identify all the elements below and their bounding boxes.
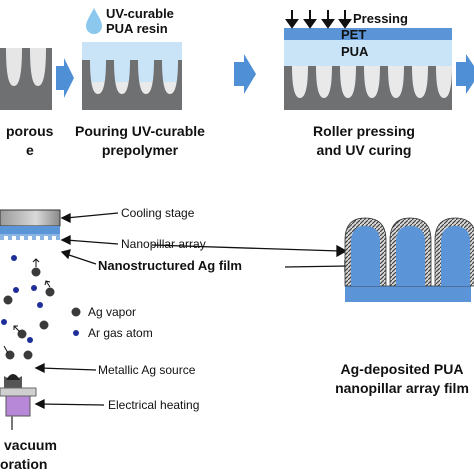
ar-gas-label: Ar gas atom [88, 326, 153, 340]
process-arrow-1 [56, 58, 74, 98]
result-caption: Ag-deposited PUA nanopillar array film [330, 360, 474, 398]
chamber-base [0, 387, 37, 397]
cooling-stage [0, 209, 61, 227]
ag-vapor-label: Ag vapor [88, 305, 137, 319]
step2-caption: Pouring UV-curable prepolymer [72, 122, 208, 160]
resin-label-line2: PUA resin [106, 21, 168, 36]
step1-caption-line2: e [26, 142, 34, 158]
electrical-heater [5, 395, 31, 417]
step3-caption-line2: and UV curing [316, 142, 412, 158]
step3-caption-line1: Roller pressing [313, 123, 415, 139]
nanopillar-array-label: Nanopillar array [121, 237, 206, 251]
pressing-arrows [285, 10, 352, 29]
ar-gas-particles [1, 255, 79, 343]
cooling-stage-label: Cooling stage [121, 206, 195, 220]
pet-label: PET [341, 27, 367, 42]
step1-caption: porous e [0, 122, 53, 160]
chamber-caption-line2: oration [0, 456, 48, 472]
ag-deposited-film [344, 217, 474, 302]
step1-template-panel [0, 48, 52, 110]
particle-motion-arrows [3, 258, 51, 354]
pressing-label: Pressing [353, 11, 408, 26]
step2-caption-line1: Pouring UV-curable [75, 123, 205, 139]
process-arrow-2 [234, 54, 256, 94]
step3-caption: Roller pressing and UV curing [296, 122, 432, 160]
electrical-heating-label: Electrical heating [108, 398, 200, 412]
nanopillar-array [0, 226, 60, 240]
resin-drop-icon [86, 8, 102, 34]
pua-label: PUA [341, 44, 369, 59]
step1-caption-line1: porous [6, 123, 54, 139]
ag-vapor-particles [3, 267, 81, 360]
resin-label: UV-curable PUA resin [106, 6, 174, 36]
ag-source-mound [6, 374, 20, 380]
chamber-caption: vacuum oration [0, 436, 57, 474]
ag-film-label: Nanostructured Ag film [98, 258, 242, 273]
ar-gas-legend-dot [73, 330, 79, 336]
result-caption-line1: Ag-deposited PUA [340, 361, 464, 377]
metallic-source-label: Metallic Ag source [98, 363, 196, 377]
step2-template-panel [82, 42, 182, 110]
step3-template-panel [284, 28, 452, 110]
resin-label-line1: UV-curable [106, 6, 174, 21]
process-arrow-3 [456, 54, 474, 94]
result-caption-line2: nanopillar array film [335, 380, 469, 396]
chamber-caption-line1: vacuum [4, 437, 57, 453]
ag-vapor-legend-dot [71, 307, 81, 317]
step2-caption-line2: prepolymer [101, 142, 179, 158]
